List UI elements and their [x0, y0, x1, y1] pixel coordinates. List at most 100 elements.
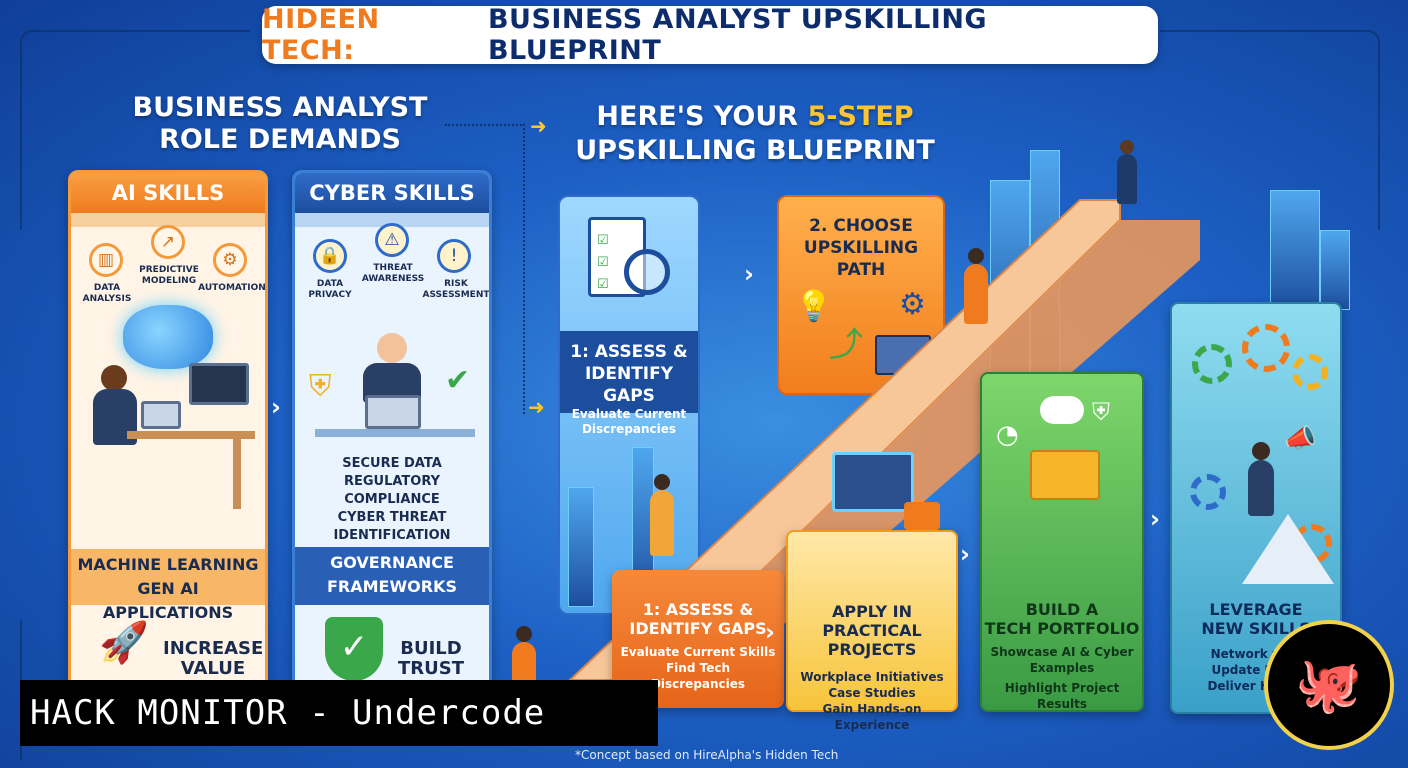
watermark-banner: HACK MONITOR - Undercode [20, 680, 658, 746]
step1-sub-line2: Discrepancies [581, 422, 677, 436]
cyber-skills-column: CYBER SKILLS 🔒 ⚠ ! DATA PRIVACY THREAT A… [292, 170, 492, 690]
stair-card-sub: Results [1036, 697, 1088, 711]
ai-skills-title: AI SKILLS [71, 173, 265, 213]
stair-card-sub: Find Tech [665, 661, 730, 675]
cyber-skills-title: CYBER SKILLS [295, 173, 489, 213]
desk [127, 431, 255, 439]
cyber-band-line2: FRAMEWORKS [327, 577, 457, 596]
cyber-text-line3: CYBER THREAT [337, 510, 447, 525]
right-heading: HERE'S YOUR 5-STEP UPSKILLING BLUEPRINT [555, 100, 955, 168]
stair-card-sub: Highlight Project [1004, 681, 1120, 695]
trend-chart-icon: ↗ [151, 225, 185, 259]
cyber-bottom-line2: TRUST [398, 658, 464, 679]
ai-skills-column: AI SKILLS ▥ ↗ ⚙ DATA ANALYSIS PREDICTIVE… [68, 170, 268, 690]
step1-sub-line1: Evaluate Current [571, 407, 687, 421]
stair-card-title-line1: APPLY IN [831, 602, 913, 621]
gear-icon [1292, 354, 1328, 390]
gear-icon [1192, 344, 1232, 384]
icon-label-threat-awareness: THREAT AWARENESS [361, 263, 425, 284]
gear-icon: ⚙ [213, 243, 247, 277]
step2-line1: 2. CHOOSE [809, 216, 913, 236]
octopus-logo-icon: 🐙 [1264, 620, 1394, 750]
right-heading-line2: UPSKILLING BLUEPRINT [575, 135, 935, 166]
hacker-icon: ⚠ [375, 223, 409, 257]
ai-band: MACHINE LEARNING GEN AI APPLICATIONS [71, 549, 265, 622]
stair-card-apply: APPLY IN PRACTICAL PROJECTS Workplace In… [786, 452, 958, 732]
step2-line2: UPSKILLING [803, 238, 919, 258]
stair-card-portfolio: ◔ ⛨ BUILD A TECH PORTFOLIO Showcase AI &… [980, 372, 1144, 712]
icon-label-data-analysis: DATA ANALYSIS [82, 283, 132, 304]
right-heading-prefix: HERE'S YOUR [596, 101, 808, 132]
person-body [512, 642, 536, 682]
building [568, 487, 594, 607]
ai-band-line2: GEN AI APPLICATIONS [102, 579, 234, 622]
chevron-right-icon: › [1150, 505, 1160, 533]
person-head [968, 248, 984, 264]
page-title: HIDEEN TECH: BUSINESS ANALYST UPSKILLING… [262, 4, 1158, 66]
ai-band-line1: MACHINE LEARNING [77, 555, 259, 574]
shield-icon: ⛨ [1092, 398, 1110, 426]
stair-card-title-line1: BUILD A [1025, 600, 1099, 619]
bar-chart-icon: ▥ [89, 243, 123, 277]
stair-card-title-line1: 1: ASSESS & [642, 600, 754, 619]
chevron-right-icon: › [765, 618, 775, 646]
ai-bottom-label: INCREASE VALUE [163, 639, 263, 679]
shield-check-icon: ✓ [325, 617, 383, 681]
lock-icon: 🔒 [313, 239, 347, 273]
ai-bottom-line2: VALUE [180, 658, 246, 679]
left-heading-line1: BUSINESS ANALYST [132, 92, 428, 123]
column-strip [295, 213, 489, 227]
folder-icon [1030, 450, 1100, 500]
icon-label-data-privacy: DATA PRIVACY [308, 279, 352, 300]
cyber-band-line1: GOVERNANCE [330, 553, 454, 572]
lightbulb-icon: 💡 [795, 289, 833, 324]
desk [315, 429, 475, 437]
laptop-icon [141, 401, 181, 429]
cyber-text-line4: IDENTIFICATION [333, 528, 451, 543]
chevron-right-icon: › [960, 540, 970, 568]
circuit-line [20, 30, 250, 230]
stair-card-title-line2: PRACTICAL PROJECTS [822, 621, 922, 659]
chevron-right-icon: › [271, 393, 281, 421]
rocket-icon: 🚀 [99, 620, 149, 666]
pie-chart-icon: ◔ [996, 420, 1019, 450]
gear-icon [1190, 474, 1226, 510]
person-head [516, 626, 532, 642]
person-body [1248, 460, 1274, 516]
shield-lock-icon: ⛨ [309, 369, 332, 404]
laptop-icon [365, 395, 421, 429]
step1-title-line1: 1: ASSESS & [570, 342, 688, 362]
chevron-right-icon: › [744, 260, 754, 288]
step1-title-line2: IDENTIFY GAPS [584, 364, 674, 406]
brain-icon [123, 305, 213, 369]
person-head [654, 474, 670, 490]
cyber-text-line1: SECURE DATA [342, 456, 442, 471]
briefcase-icon [904, 502, 940, 530]
stair-card-sub: Evaluate Current Skills [620, 645, 776, 659]
icon-label-predictive-modeling: PREDICTIVE MODELING [139, 265, 199, 286]
cyber-band: GOVERNANCE FRAMEWORKS [295, 547, 489, 605]
step2-line3: PATH [836, 260, 886, 280]
stair-card-sub: Gain Hands-on Experience [822, 702, 922, 732]
stair-card-title-line2: IDENTIFY GAPS [629, 619, 767, 638]
arrow-right-icon: ➜ [528, 395, 545, 419]
step1-card: ☑☑☑ 1: ASSESS & IDENTIFY GAPS Evaluate C… [558, 195, 700, 615]
person-body [1117, 154, 1137, 204]
person-body [964, 264, 988, 324]
person-body [650, 490, 674, 556]
icon-label-automation: AUTOMATION [198, 283, 266, 293]
mountain-icon [1242, 514, 1334, 584]
stair-card-title-line1: LEVERAGE [1209, 600, 1303, 619]
icon-label-risk-assessment: RISK ASSESSMENT [422, 279, 490, 300]
stair-card-sub: Showcase AI & Cyber [990, 645, 1134, 659]
right-heading-line1: HERE'S YOUR 5-STEP [555, 100, 955, 134]
desk-leg [233, 439, 241, 509]
building [1270, 190, 1320, 310]
arrow-right-icon: ➜ [530, 114, 547, 138]
person-head [1252, 442, 1270, 460]
cyber-bottom-label: BUILD TRUST [391, 639, 471, 679]
shield-check-icon: ✔ [445, 363, 471, 398]
gear-icon: ⚙ [899, 287, 926, 322]
person-head [101, 365, 127, 391]
warning-icon: ! [437, 239, 471, 273]
